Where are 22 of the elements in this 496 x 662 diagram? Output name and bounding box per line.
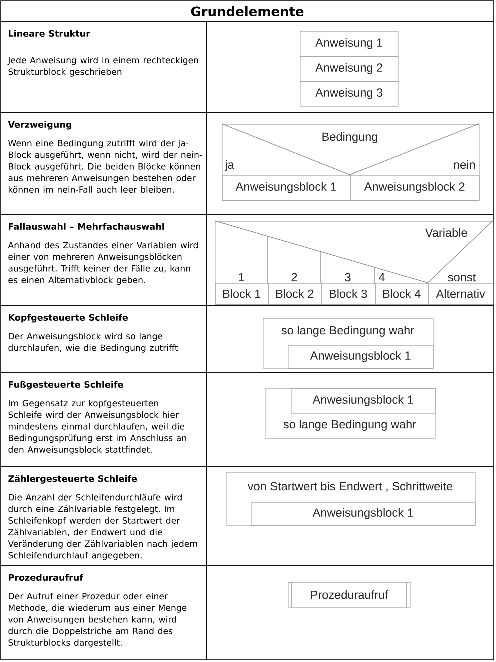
statement-block: Anweisungsblock 2: [350, 175, 480, 201]
statement-block: Anweisungsblock 1: [288, 345, 434, 369]
statement-block: Block 1: [215, 283, 269, 305]
statement-block: Anweisung 1: [300, 31, 399, 57]
statement-block: Anweisung 3: [300, 81, 399, 107]
statement-block: Block 3: [321, 283, 376, 305]
statement-block: Anweisungsblock 1: [222, 175, 351, 201]
procedure-call-block: Prozeduraufruf: [288, 582, 411, 608]
table-title: Grundelemente: [0, 0, 494, 22]
description-cell: Lineare Struktur Jede Anweisung wird in einem rechteckigen Strukturblock geschrieben: [0, 22, 208, 114]
description-cell: Prozeduraufruf Der Aufruf einer Prozedur oder einer Methode, die wiederum aus einer Menge von Anweisungen bestehen kann, wird durch die Doppelstriche am Rand des Strukturblocks dargestellt.: [0, 566, 208, 660]
statement-block: Block 4: [375, 283, 429, 305]
description-cell: Kopfgesteuerte Schleife Der Anweisungsblock wird so lange durchlaufen, wie die Bedingung zutrifft: [0, 306, 208, 374]
statement-block: Anweisung 2: [300, 56, 399, 82]
statement-block: Anwesiungsblock 1: [291, 388, 436, 414]
statement-block: Alternativ: [428, 283, 494, 305]
statement-block: Block 2: [268, 283, 322, 305]
description-cell: Zählergesteuerte Schleife Die Anzahl der Schleifendurchläufe wird durch eine Zählvariable festgelegt. Im Schleifenkopf werden der Startwert der Zählvariablen, der Endwert und die Veränderung der Zählvariablen nach jedem Schleifendurchlauf angegeben.: [0, 466, 208, 566]
statement-block: Anweisungsblock 1: [251, 502, 476, 526]
description-cell: Fußgesteuerte Schleife Im Gegensatz zur kopfgesteuerten Schleife wird der Anweisungsblock hier mindestens einmal durchlaufen, weil die Bedingungsprüfung erst im Anschluss an den Anweisungsblock stattfindet.: [0, 372, 208, 468]
description-cell: Verzweigung Wenn eine Bedingung zutrifft wird der ja-Block ausgeführt, wenn nicht, wird der nein-Block ausgeführt. Die beiden Blöcke können aus mehreren Anweisungen bestehen oder können im nein-Fall auch leer bleiben.: [0, 112, 208, 216]
description-cell: Fallauswahl – Mehrfachauswahl Anhand des Zustandes einer Variablen wird einer von mehreren Anweisungsblöcken ausgeführt. Trifft keiner der Fälle zu, kann es einen Alternativblock geben.: [0, 214, 208, 306]
